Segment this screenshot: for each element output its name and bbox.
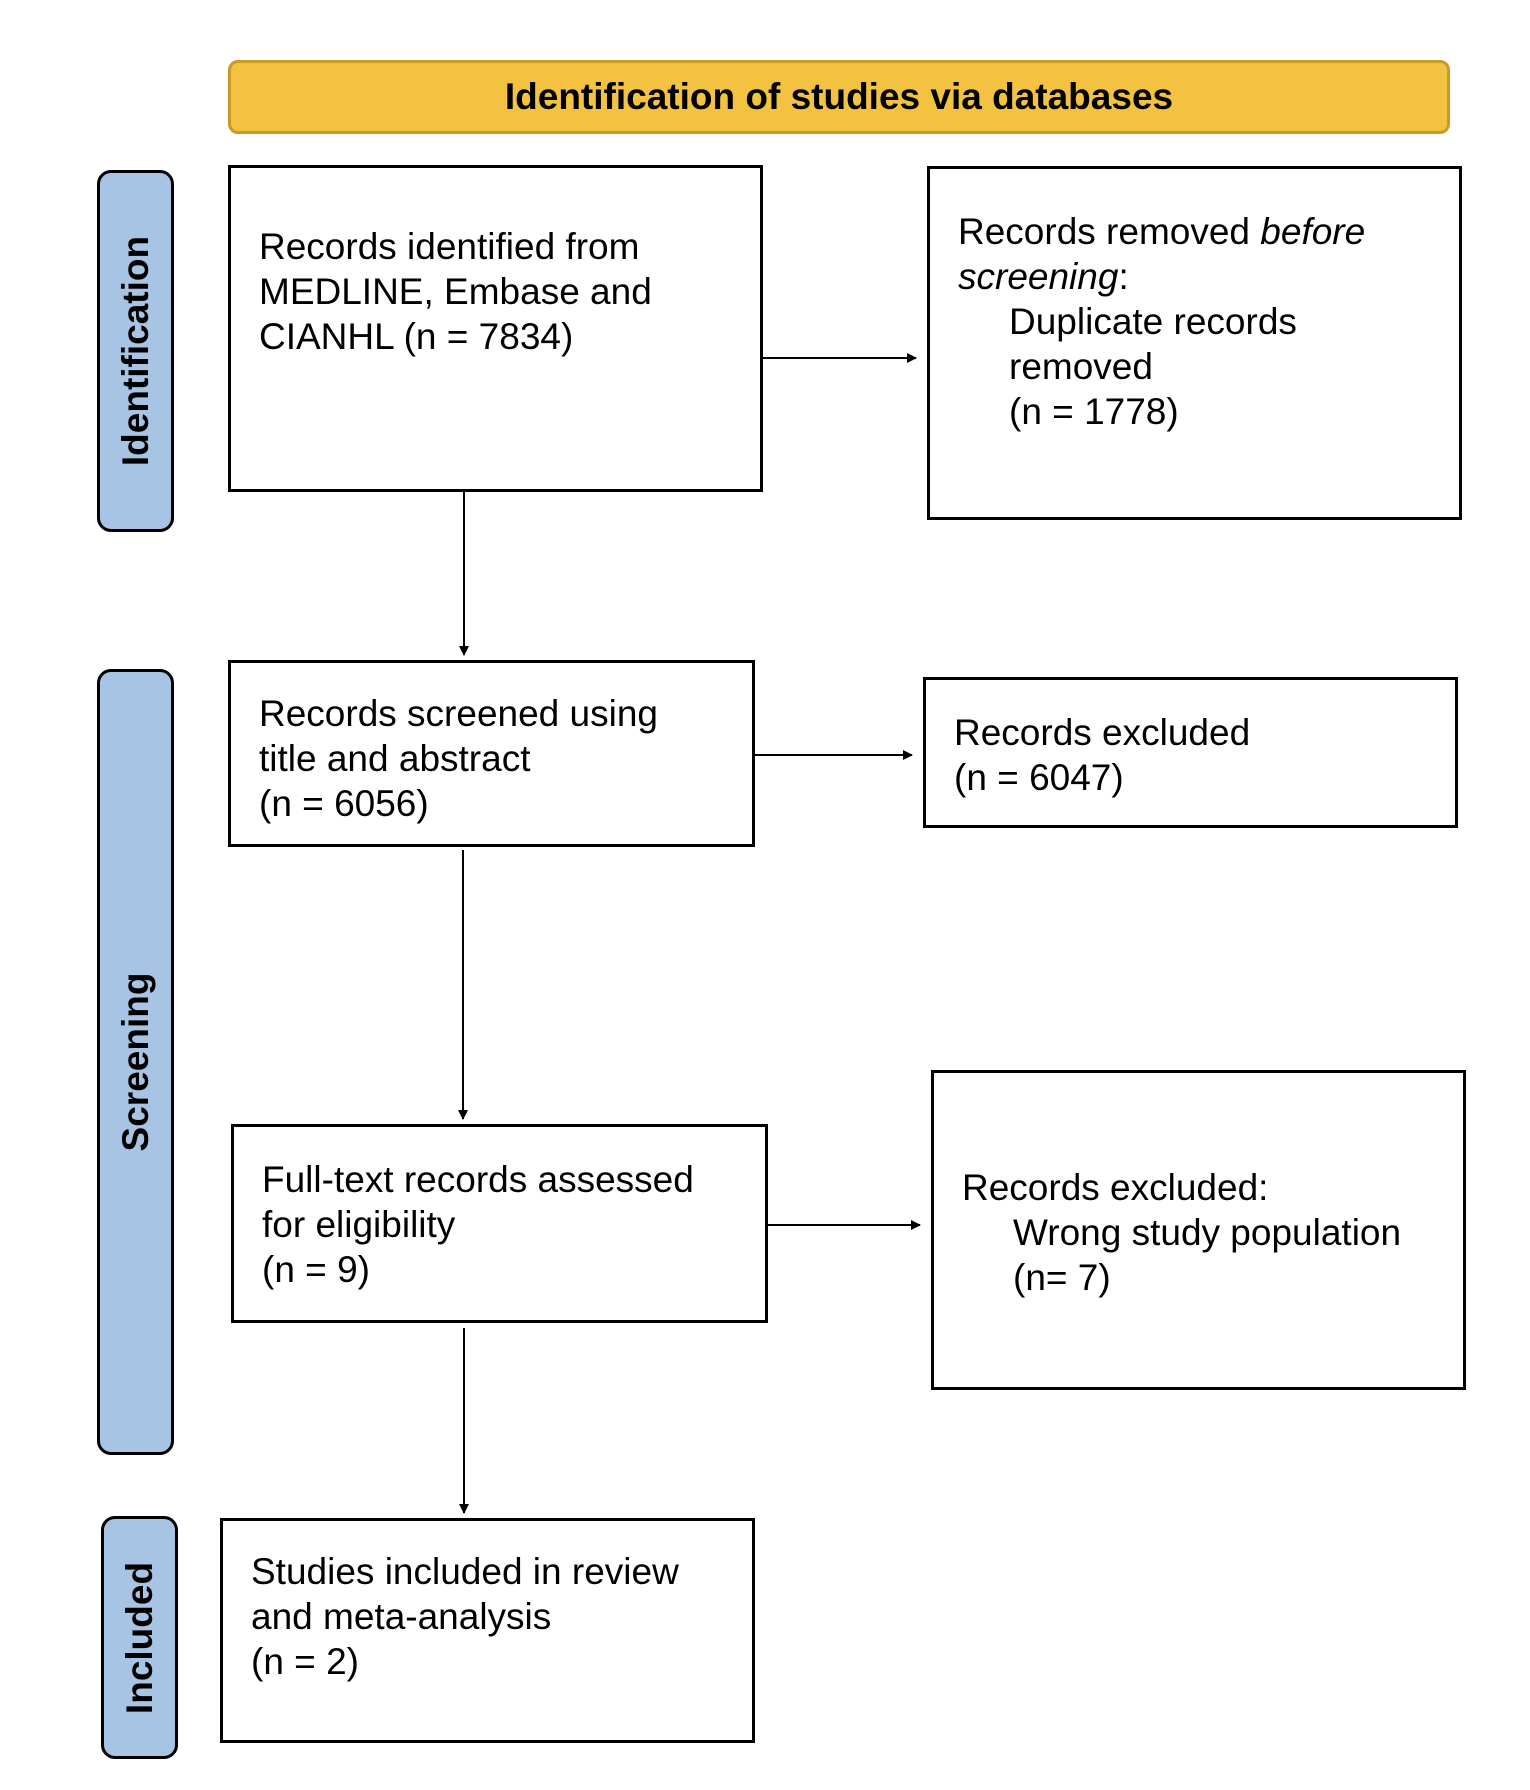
records-removed-heading-1: Records removed before	[958, 209, 1459, 254]
records-identified-line-1: Records identified from	[259, 226, 640, 267]
records-identified-line-3: CIANHL (n = 7834)	[259, 316, 574, 357]
records-screened-line-3: (n = 6056)	[259, 783, 429, 824]
records-screened-line-2: title and abstract	[259, 738, 531, 779]
identification-header: Identification of studies via databases	[228, 60, 1450, 134]
records-removed-sub-1: Duplicate records	[1009, 301, 1297, 342]
records-screened-line-1: Records screened using	[259, 693, 658, 734]
fulltext-assessed-line-1: Full-text records assessed	[262, 1159, 694, 1200]
studies-included-line-3: (n = 2)	[251, 1641, 359, 1682]
fulltext-excluded-box: Records excluded: Wrong study population…	[931, 1070, 1466, 1390]
records-excluded-box: Records excluded (n = 6047)	[923, 677, 1458, 828]
records-excluded-line-1: Records excluded	[954, 712, 1251, 753]
fulltext-excluded-sub-2: (n= 7)	[1013, 1257, 1111, 1298]
phase-included: Included	[101, 1516, 178, 1759]
phase-identification: Identification	[97, 170, 174, 532]
fulltext-excluded-sub-1: Wrong study population	[1013, 1212, 1402, 1253]
records-removed-sub-2: removed	[1009, 346, 1153, 387]
header-title: Identification of studies via databases	[504, 76, 1174, 117]
fulltext-excluded-title: Records excluded:	[962, 1167, 1269, 1208]
records-removed-screening: screening	[958, 256, 1119, 297]
records-removed-colon: :	[1118, 256, 1129, 297]
records-screened-box: Records screened using title and abstrac…	[228, 660, 755, 847]
studies-included-line-2: and meta-analysis	[251, 1596, 552, 1637]
records-identified-line-2: MEDLINE, Embase and	[259, 271, 652, 312]
records-removed-heading-2: screening:	[958, 254, 1459, 299]
records-removed-sub-3: (n = 1778)	[1009, 391, 1179, 432]
fulltext-assessed-line-2: for eligibility	[262, 1204, 456, 1245]
records-removed-before: before	[1260, 211, 1366, 252]
studies-included-line-1: Studies included in review	[251, 1551, 679, 1592]
fulltext-assessed-box: Full-text records assessed for eligibili…	[231, 1124, 768, 1323]
records-removed-text: Records removed	[958, 211, 1261, 252]
records-excluded-line-2: (n = 6047)	[954, 757, 1124, 798]
phase-screening: Screening	[97, 669, 174, 1455]
studies-included-box: Studies included in review and meta-anal…	[220, 1518, 755, 1743]
records-removed-box: Records removed before screening: Duplic…	[927, 166, 1462, 520]
fulltext-assessed-line-3: (n = 9)	[262, 1249, 370, 1290]
records-identified-box: Records identified from MEDLINE, Embase …	[228, 165, 763, 492]
